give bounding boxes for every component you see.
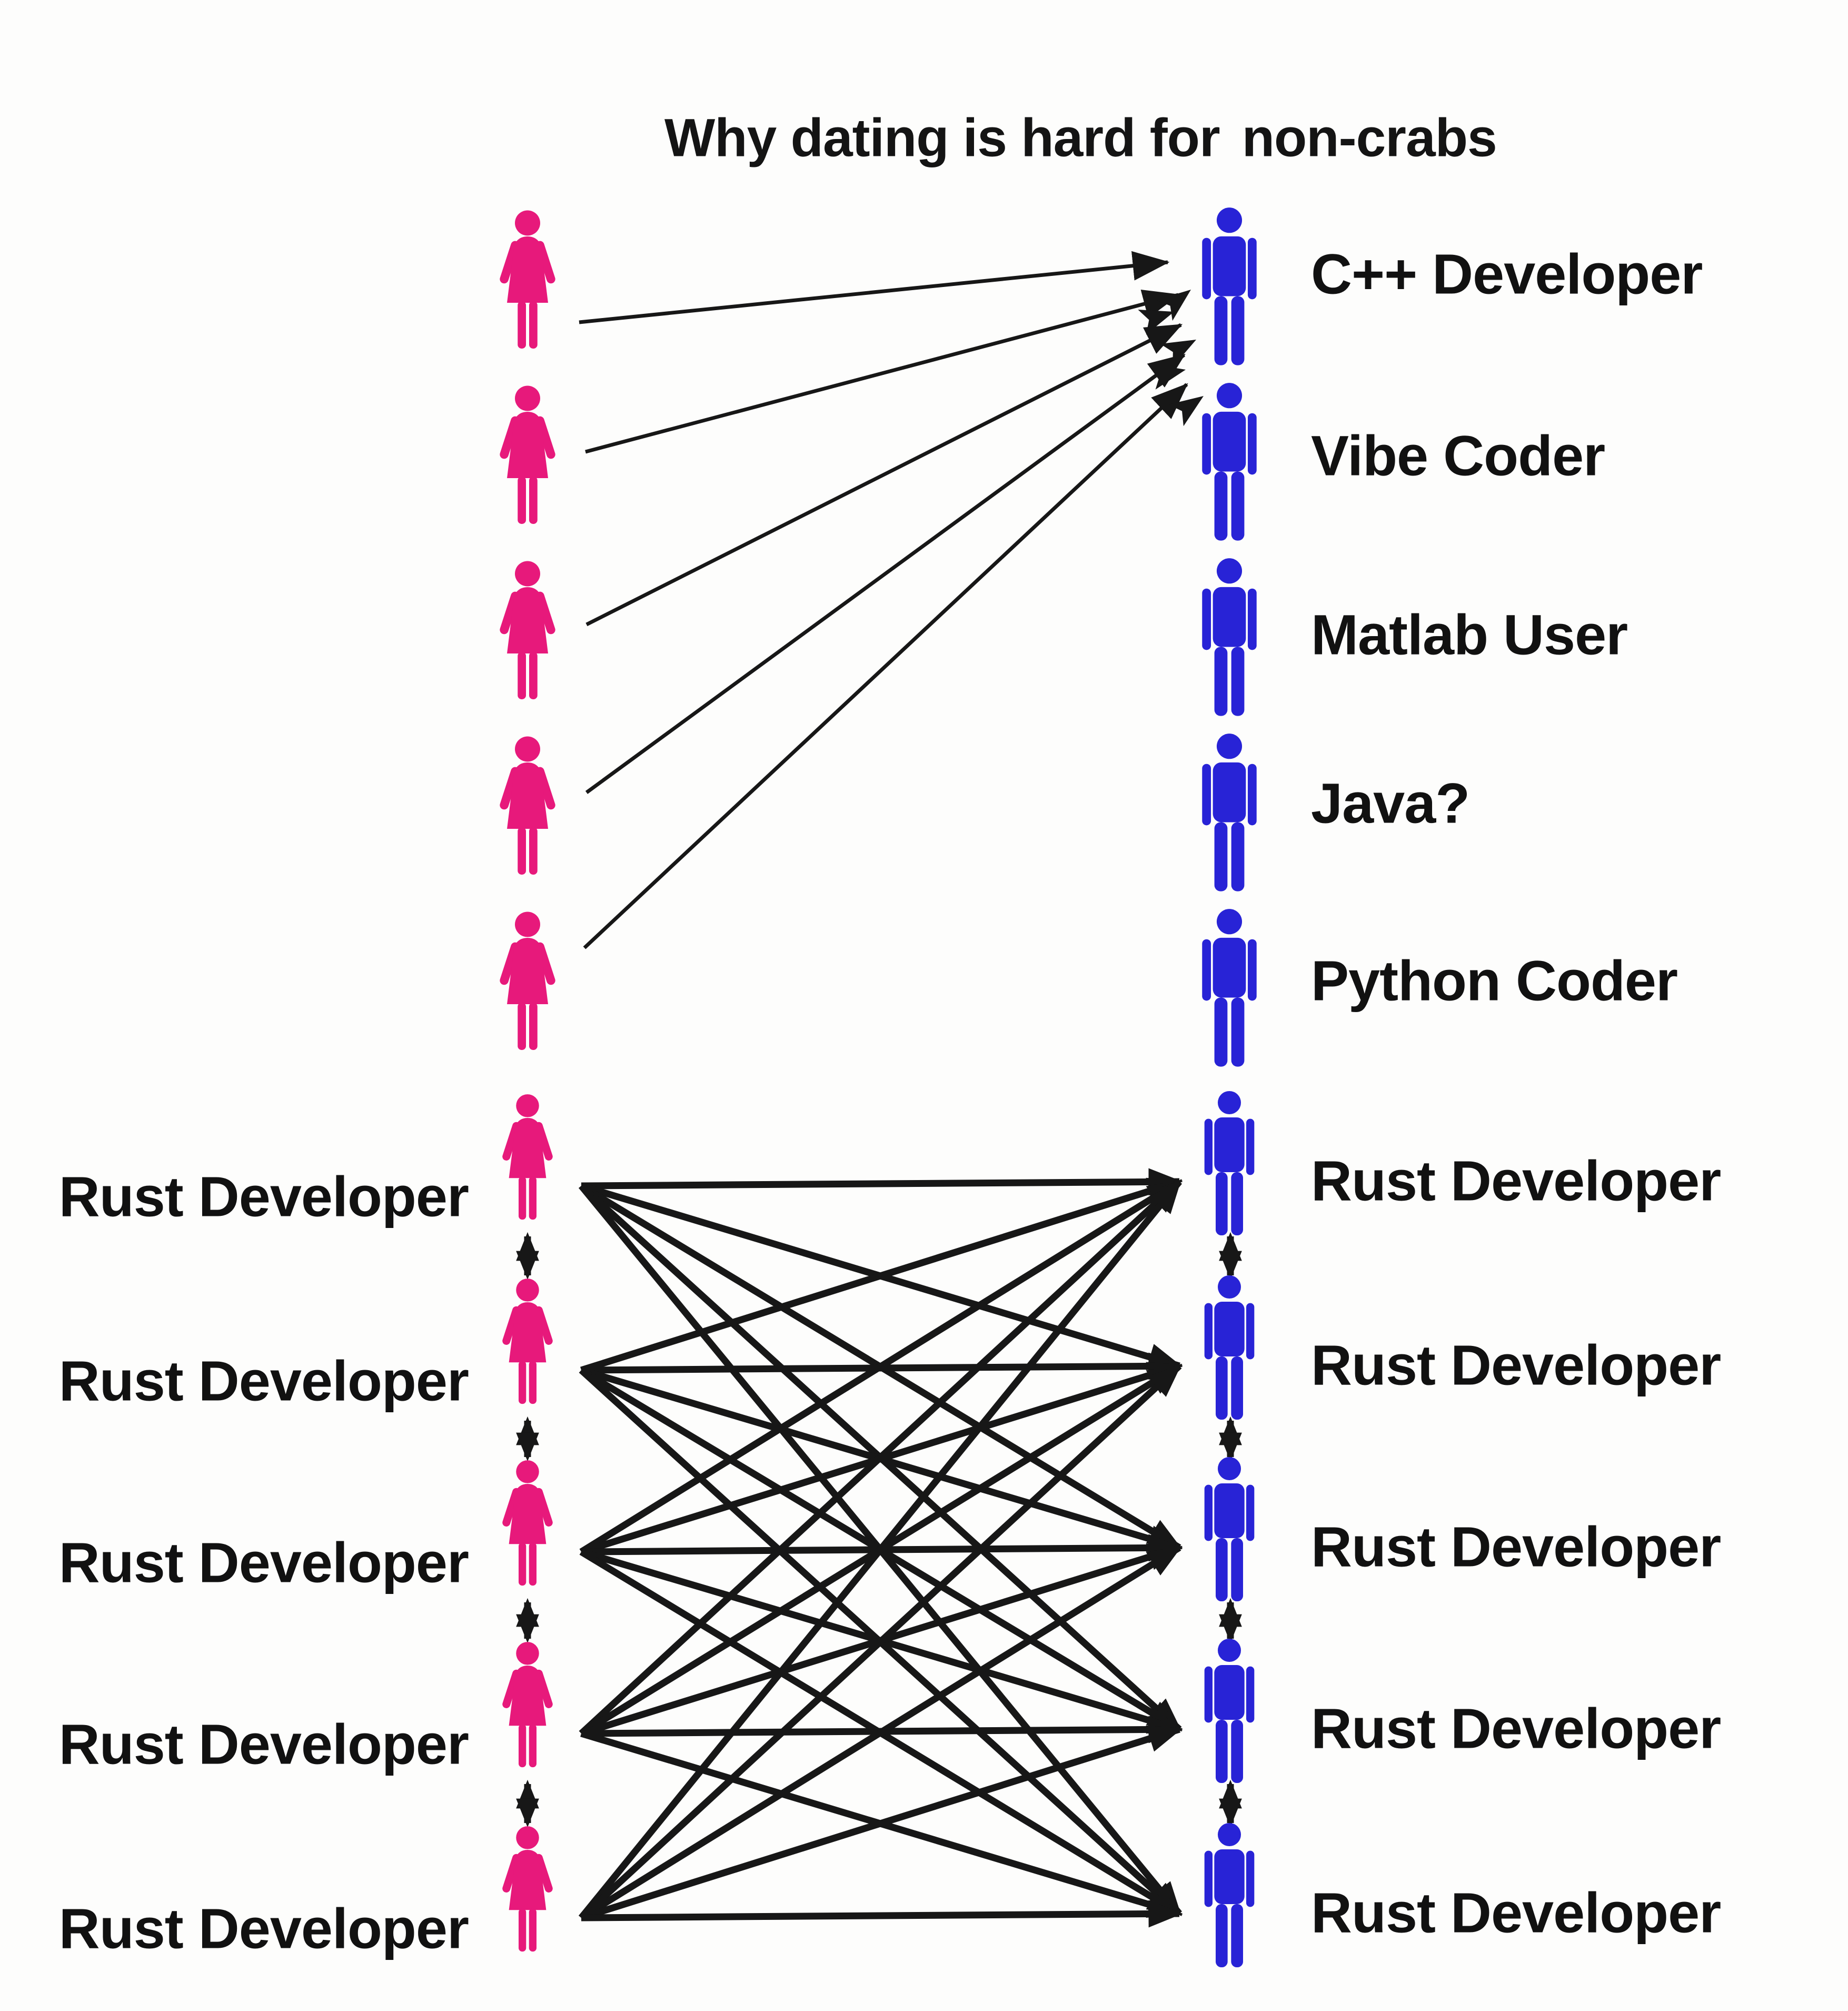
male-icon [1202,909,1257,1067]
female-icon [499,210,557,349]
connection-lines [516,251,1242,1928]
top-arrow-line [585,323,1183,627]
bipartite-arrow-line [579,1363,1182,1920]
top-arrow-line [585,289,1180,454]
bipartite-arrow-line [578,1178,1183,1920]
male-icon [1204,1639,1255,1783]
bipartite-arrow-line [581,1900,1183,1928]
label-rust-dev-right-2: Rust Developer [1311,1333,1721,1397]
bipartite-arrow-line [580,1725,1183,1921]
female-icon [501,1826,554,1952]
label-rust-dev-left-2: Rust Developer [58,1349,469,1413]
arrowhead-icon [1160,340,1196,368]
female-icon [499,912,557,1050]
bipartite-arrow-line [580,1177,1183,1374]
top-arrow-line [579,251,1170,324]
female-icon [499,561,557,699]
label-rust-dev-left-5: Rust Developer [58,1896,469,1960]
label-rust-dev-left-3: Rust Developer [58,1530,469,1594]
female-icon [501,1642,554,1768]
arrowhead-icon [1138,310,1174,335]
female-icon [499,736,557,875]
female-icon [501,1094,554,1220]
bipartite-arrow-line [579,1179,1182,1736]
title-part2: non-crabs [1241,107,1497,168]
label-rust-dev-left-1: Rust Developer [58,1164,469,1229]
label-vibe-coder: Vibe Coder [1311,423,1605,488]
label-rust-dev-right-3: Rust Developer [1311,1514,1721,1579]
male-icon [1202,734,1257,891]
label-rust-dev-left-4: Rust Developer [58,1712,469,1776]
male-icon [1202,558,1257,716]
arrowhead-icon [1156,290,1191,321]
title: Why dating is hard for non-crabs [664,107,1497,169]
female-icon [501,1460,554,1586]
male-icon [1204,1457,1255,1601]
bipartite-arrow-line [581,1168,1183,1196]
bipartite-arrow-line [579,1178,1183,1555]
label-python-coder: Python Coder [1311,948,1678,1013]
arrowhead-icon [1168,396,1204,427]
male-icon [1202,383,1257,541]
bipartite-arrow-line [579,1544,1183,1921]
top-arrow-line [585,353,1186,794]
arrowhead-icon [1150,363,1186,390]
label-matlab-user: Matlab User [1311,602,1628,667]
female-icon [499,385,557,524]
label-java: Java? [1311,771,1470,835]
male-icon [1204,1275,1255,1420]
label-cpp-developer: C++ Developer [1311,242,1703,306]
female-icon [501,1279,554,1404]
label-rust-dev-right-1: Rust Developer [1311,1148,1721,1213]
male-icon [1204,1091,1255,1235]
label-rust-dev-right-4: Rust Developer [1311,1696,1721,1760]
title-part1: Why dating is hard for [664,107,1220,168]
male-icon [1202,207,1257,365]
top-arrow-line [583,383,1188,949]
male-icon [1204,1823,1255,1967]
label-rust-dev-right-5: Rust Developer [1311,1880,1721,1945]
